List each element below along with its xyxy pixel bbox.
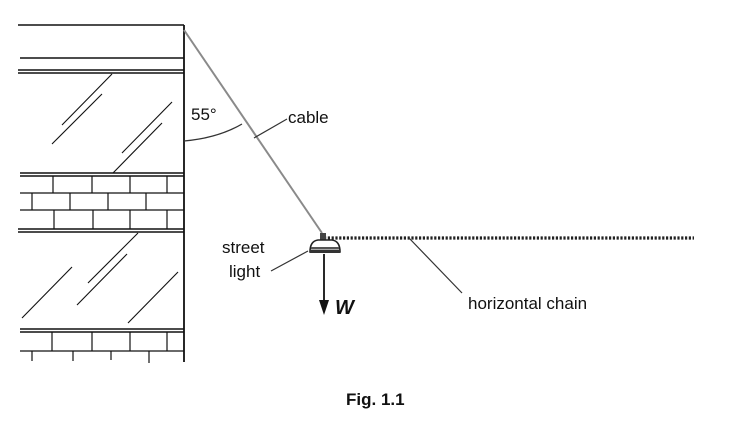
figure-caption: Fig. 1.1 xyxy=(346,390,405,409)
window-glass-upper xyxy=(51,73,173,174)
cable-label: cable xyxy=(288,108,329,127)
street-light-label-line2: light xyxy=(229,262,260,281)
street-light-leader xyxy=(270,250,309,272)
weight-label: W xyxy=(335,297,356,319)
weight-arrow xyxy=(319,254,329,315)
angle-arc xyxy=(183,123,243,142)
brick-wall-upper xyxy=(20,176,184,229)
street-light-label-line1: street xyxy=(222,238,265,257)
street-light xyxy=(309,233,341,253)
chain-label: horizontal chain xyxy=(468,294,587,313)
cable xyxy=(183,29,323,234)
brick-wall-lower xyxy=(20,332,184,363)
angle-label: 55° xyxy=(191,105,217,124)
cable-leader xyxy=(253,118,288,139)
building xyxy=(18,24,185,363)
chain-leader xyxy=(408,237,463,294)
window-glass-lower xyxy=(21,232,179,324)
